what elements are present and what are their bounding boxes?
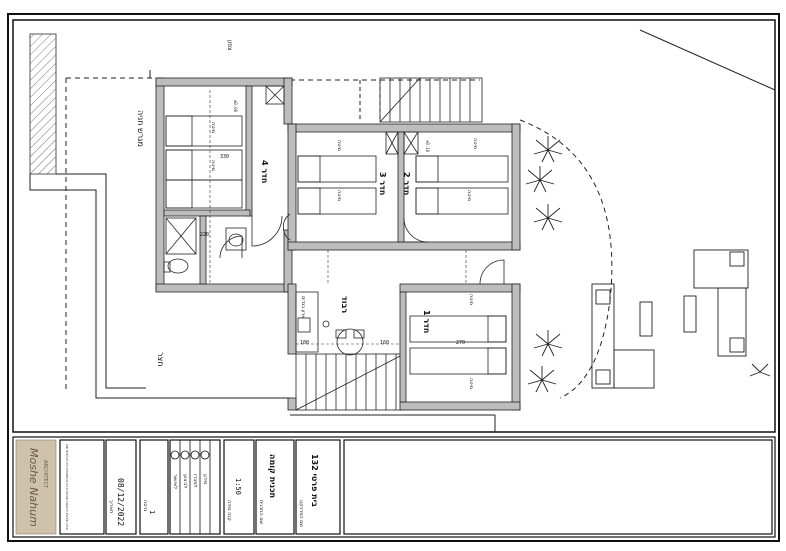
outdoor-label: חצר — [156, 352, 165, 367]
walls — [155, 77, 521, 411]
dimension-text: 330 — [220, 154, 229, 160]
corridor-label: רבוד — [340, 296, 349, 313]
outdoor-furniture — [591, 249, 749, 389]
wardrobe-label: ארון בגדים — [300, 296, 306, 319]
date-label: תאריך — [108, 500, 114, 513]
project-value: בית פרטי 132 — [310, 454, 319, 507]
elevation-mark: +0.10 — [425, 140, 430, 153]
logo-subtitle: ARCHITECT — [42, 460, 48, 489]
bed-label: מיטה — [210, 122, 216, 133]
street-label: מגרש חניה — [136, 110, 145, 147]
dimension-text: 270 — [456, 340, 465, 346]
status-item: לביצוע — [182, 474, 188, 488]
date-value: 08/12/2022 — [116, 478, 125, 526]
scale-value: 1:50 — [234, 478, 242, 495]
sheet-border — [7, 13, 780, 542]
status-item: מידע — [202, 474, 208, 484]
bed-label: מיטה — [468, 294, 474, 305]
logo-text: Moshe Nahum — [27, 448, 40, 527]
kitchenette — [295, 291, 365, 356]
dimension-text: 100 — [300, 340, 309, 346]
beds — [165, 115, 509, 375]
stair-bottom — [295, 353, 405, 411]
site-context — [29, 29, 776, 432]
bed-label: מיטה — [336, 140, 342, 151]
project-label: שם הפרויקט — [298, 500, 304, 527]
dimension-text: 160 — [380, 340, 389, 346]
elevation-mark: ±0.00 — [233, 100, 238, 113]
plants — [525, 136, 771, 393]
doors — [219, 213, 505, 285]
notes-text: הערות: כל המידות בס"מ, יש לבדוק את כל המ… — [65, 444, 69, 530]
stair-top — [379, 77, 483, 123]
room-label-2: חדר 2 — [402, 172, 411, 195]
bed-label: מיטה — [472, 138, 478, 149]
room-label-4: חדר 4 — [260, 160, 269, 183]
dimension-text: 220 — [200, 232, 209, 238]
drawing-frame — [12, 19, 776, 433]
dimension-lines — [209, 90, 467, 345]
title-block-text: הערות: כל המידות בס"מ, יש לבדוק את כל המ… — [65, 444, 319, 530]
bed-label: מיטה — [210, 160, 216, 171]
title-block — [12, 436, 776, 538]
bathroom-fixtures — [163, 85, 419, 274]
revision-label: גרסה — [142, 500, 148, 511]
drawing-value: תכנית קומה — [268, 454, 277, 498]
scale-label: קנה מידה — [226, 500, 232, 521]
logo: Moshe Nahum ARCHITECT — [15, 439, 57, 535]
status-item: למכרז — [192, 474, 198, 488]
room-label-1: חדר 1 — [422, 310, 431, 333]
bed-label: מיטה — [468, 378, 474, 389]
room-label-3: חדר 3 — [378, 172, 387, 195]
plan-text: חצר מגרש חניה צפון רבוד חדר 4 חדר 3 חדר … — [136, 40, 478, 389]
bed-label: מיטה — [336, 190, 342, 201]
drawing-label: שם התכנית — [258, 500, 264, 525]
status-item: לאישור — [172, 474, 178, 489]
revision-value: 1 — [148, 510, 156, 514]
bed-label: מיטה — [466, 190, 472, 201]
north-arrow-label: צפון — [226, 40, 233, 51]
